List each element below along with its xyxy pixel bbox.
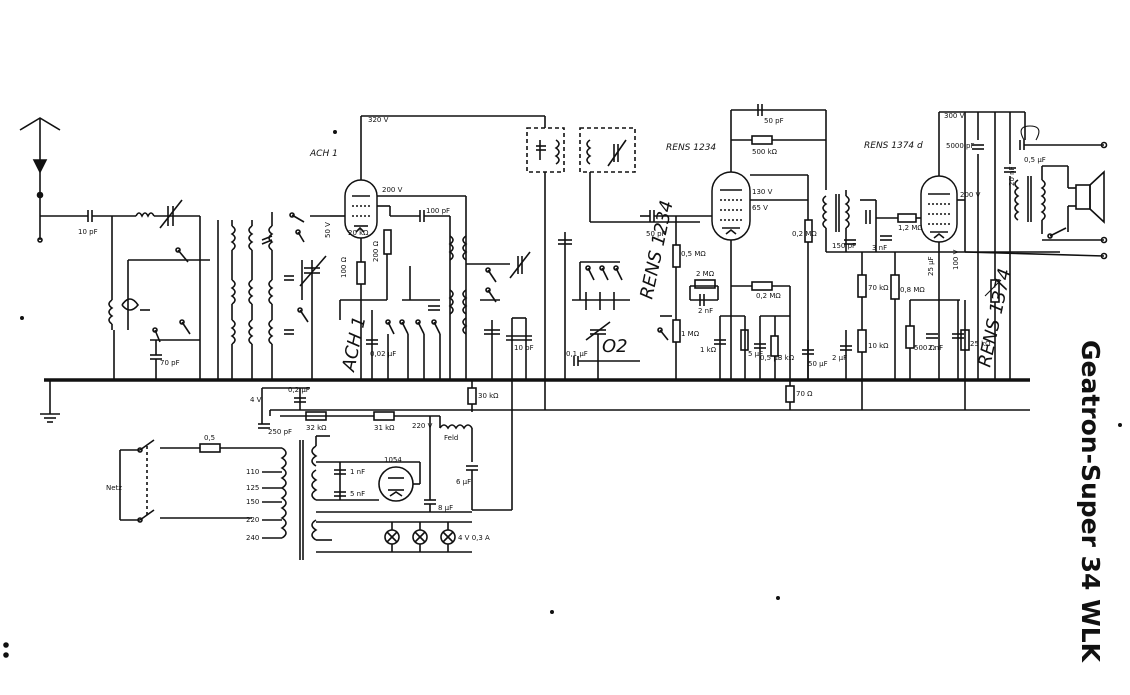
power-transformer — [280, 440, 318, 560]
label-netz: Netz — [106, 484, 122, 492]
label-c150pf: 150 pF — [832, 242, 856, 250]
label-c50pf-top: 50 pF — [764, 117, 784, 125]
label-130v: 130 V — [752, 188, 773, 196]
label-r32k: 32 kΩ — [306, 424, 327, 432]
tap-110: 110 — [246, 468, 259, 476]
handwritten-rens1234: RENS 1234 — [636, 199, 677, 301]
handwritten-o2: O2 — [602, 336, 628, 357]
label-r500k: 500 kΩ — [752, 148, 778, 156]
oscillator-switch-bank: 0,02 μF — [366, 266, 441, 380]
tube-label-rens1234: RENS 1234 — [666, 143, 716, 153]
label-c5uf: 5 μF — [748, 350, 763, 358]
label-r2m: 2 MΩ — [696, 270, 715, 278]
label-320v: 320 V — [368, 116, 389, 124]
label-200v-b: 200 V — [960, 191, 981, 199]
tap-150: 150 — [246, 498, 259, 506]
label-r12m: 1,2 MΩ — [898, 224, 923, 232]
tube-label-rens1374d: RENS 1374 d — [864, 141, 923, 151]
label-r30k: 30 kΩ — [478, 392, 499, 400]
rectifier-tube-1054 — [378, 466, 414, 502]
label-c25uf: 25 μF — [927, 256, 935, 276]
label-r10k: 10 kΩ — [868, 342, 889, 350]
label-r02m-b: 0,2 MΩ — [756, 292, 781, 300]
label-r3k: 3 kΩ — [778, 354, 795, 362]
label-r100: 100 Ω — [340, 256, 348, 278]
tap-240: 240 — [246, 534, 259, 542]
label-c1nf: 1 nF — [350, 468, 365, 476]
tap-220: 220 — [246, 516, 259, 524]
label-r02m: 0,2 MΩ — [792, 230, 817, 238]
label-r70k: 70 kΩ — [868, 284, 889, 292]
label-220v: 220 V — [412, 422, 433, 430]
label-c05uf-top: 0,5 μF — [1024, 156, 1046, 164]
label-c50pf-grid: 50 pF — [646, 230, 666, 238]
label-65v: 65 V — [752, 204, 768, 212]
label-c10pf-if: 10 pF — [514, 344, 534, 352]
tap-125: 125 — [246, 484, 259, 492]
label-c02uf: 0,2 μF — [288, 386, 310, 394]
label-r1m: 1 MΩ — [681, 330, 700, 338]
if-transformer-1 — [526, 116, 565, 410]
label-r25k: 25 kΩ — [970, 340, 991, 348]
if-transformer-2 — [579, 127, 700, 223]
mains-switch — [119, 439, 155, 523]
label-200v-a: 200 V — [382, 186, 403, 194]
handwritten-ach1: ACH 1 — [338, 314, 370, 374]
mains-tap-labels: 110 125 150 220 240 — [246, 468, 282, 542]
label-50v: 50 V — [324, 222, 332, 238]
antenna-symbol — [19, 117, 61, 243]
label-c05uf: 0,5 μF — [760, 354, 782, 362]
tube-label-ach1: ACH 1 — [309, 149, 338, 159]
label-r08m: 0,8 MΩ — [900, 286, 925, 294]
label-r05m: 0,5 MΩ — [681, 250, 706, 258]
label-c3nf: 3 nF — [872, 244, 887, 252]
label-4v: 4 V — [250, 396, 262, 404]
label-c01-a: 0,1 μF — [566, 350, 588, 358]
label-r200: 200 Ω — [372, 240, 380, 262]
label-c8uf: 8 μF — [438, 504, 453, 512]
label-c50uf: 50 μF — [808, 360, 828, 368]
label-r31k: 31 kΩ — [374, 424, 395, 432]
label-c5nf: 5 nF — [350, 490, 365, 498]
rectifier-label: 1054 — [384, 456, 402, 464]
label-300v: 300 V — [944, 112, 965, 120]
label-c250pf: 250 pF — [268, 428, 292, 436]
detector-switch-bank: 0,1 μF — [558, 232, 640, 380]
label-fuse: 0,5 — [204, 434, 215, 442]
tube-rens1374d — [920, 175, 958, 243]
label-r70: 70 Ω — [796, 390, 813, 398]
label-c10pf-ant: 10 pF — [78, 228, 98, 236]
label-lamps: 4 V 0,3 A — [458, 534, 490, 542]
rf-coil-bank — [217, 212, 330, 380]
label-100v: 100 V — [952, 249, 960, 270]
tube-rens1234 — [711, 171, 751, 241]
output-transformer — [1014, 166, 1046, 234]
label-c5000pf: 5000 pF — [946, 142, 975, 150]
label-c2nf: 2 nF — [698, 307, 713, 315]
speaker-symbol — [1042, 165, 1105, 232]
label-c002: 0,02 μF — [370, 350, 396, 358]
label-c20nf: 20 nF — [1008, 166, 1016, 186]
label-c100pf: 100 pF — [426, 207, 450, 215]
dial-lamps — [316, 521, 472, 553]
label-c70pf: 70 pF — [160, 359, 180, 367]
label-20k: 20 kΩ — [348, 229, 369, 237]
label-r1k: 1 kΩ — [700, 346, 717, 354]
label-c2nf-b: 2 nF — [928, 344, 943, 352]
label-c2uf: 2 μF — [832, 354, 847, 362]
model-title: Geatron-Super 34 WLK — [1076, 340, 1105, 664]
interstage-transformer — [822, 190, 876, 252]
oscillator-coils — [420, 195, 468, 380]
label-r500: 500 Ω — [914, 344, 936, 352]
label-c6uf: 6 μF — [456, 478, 471, 486]
label-feld: Feld — [444, 434, 458, 442]
